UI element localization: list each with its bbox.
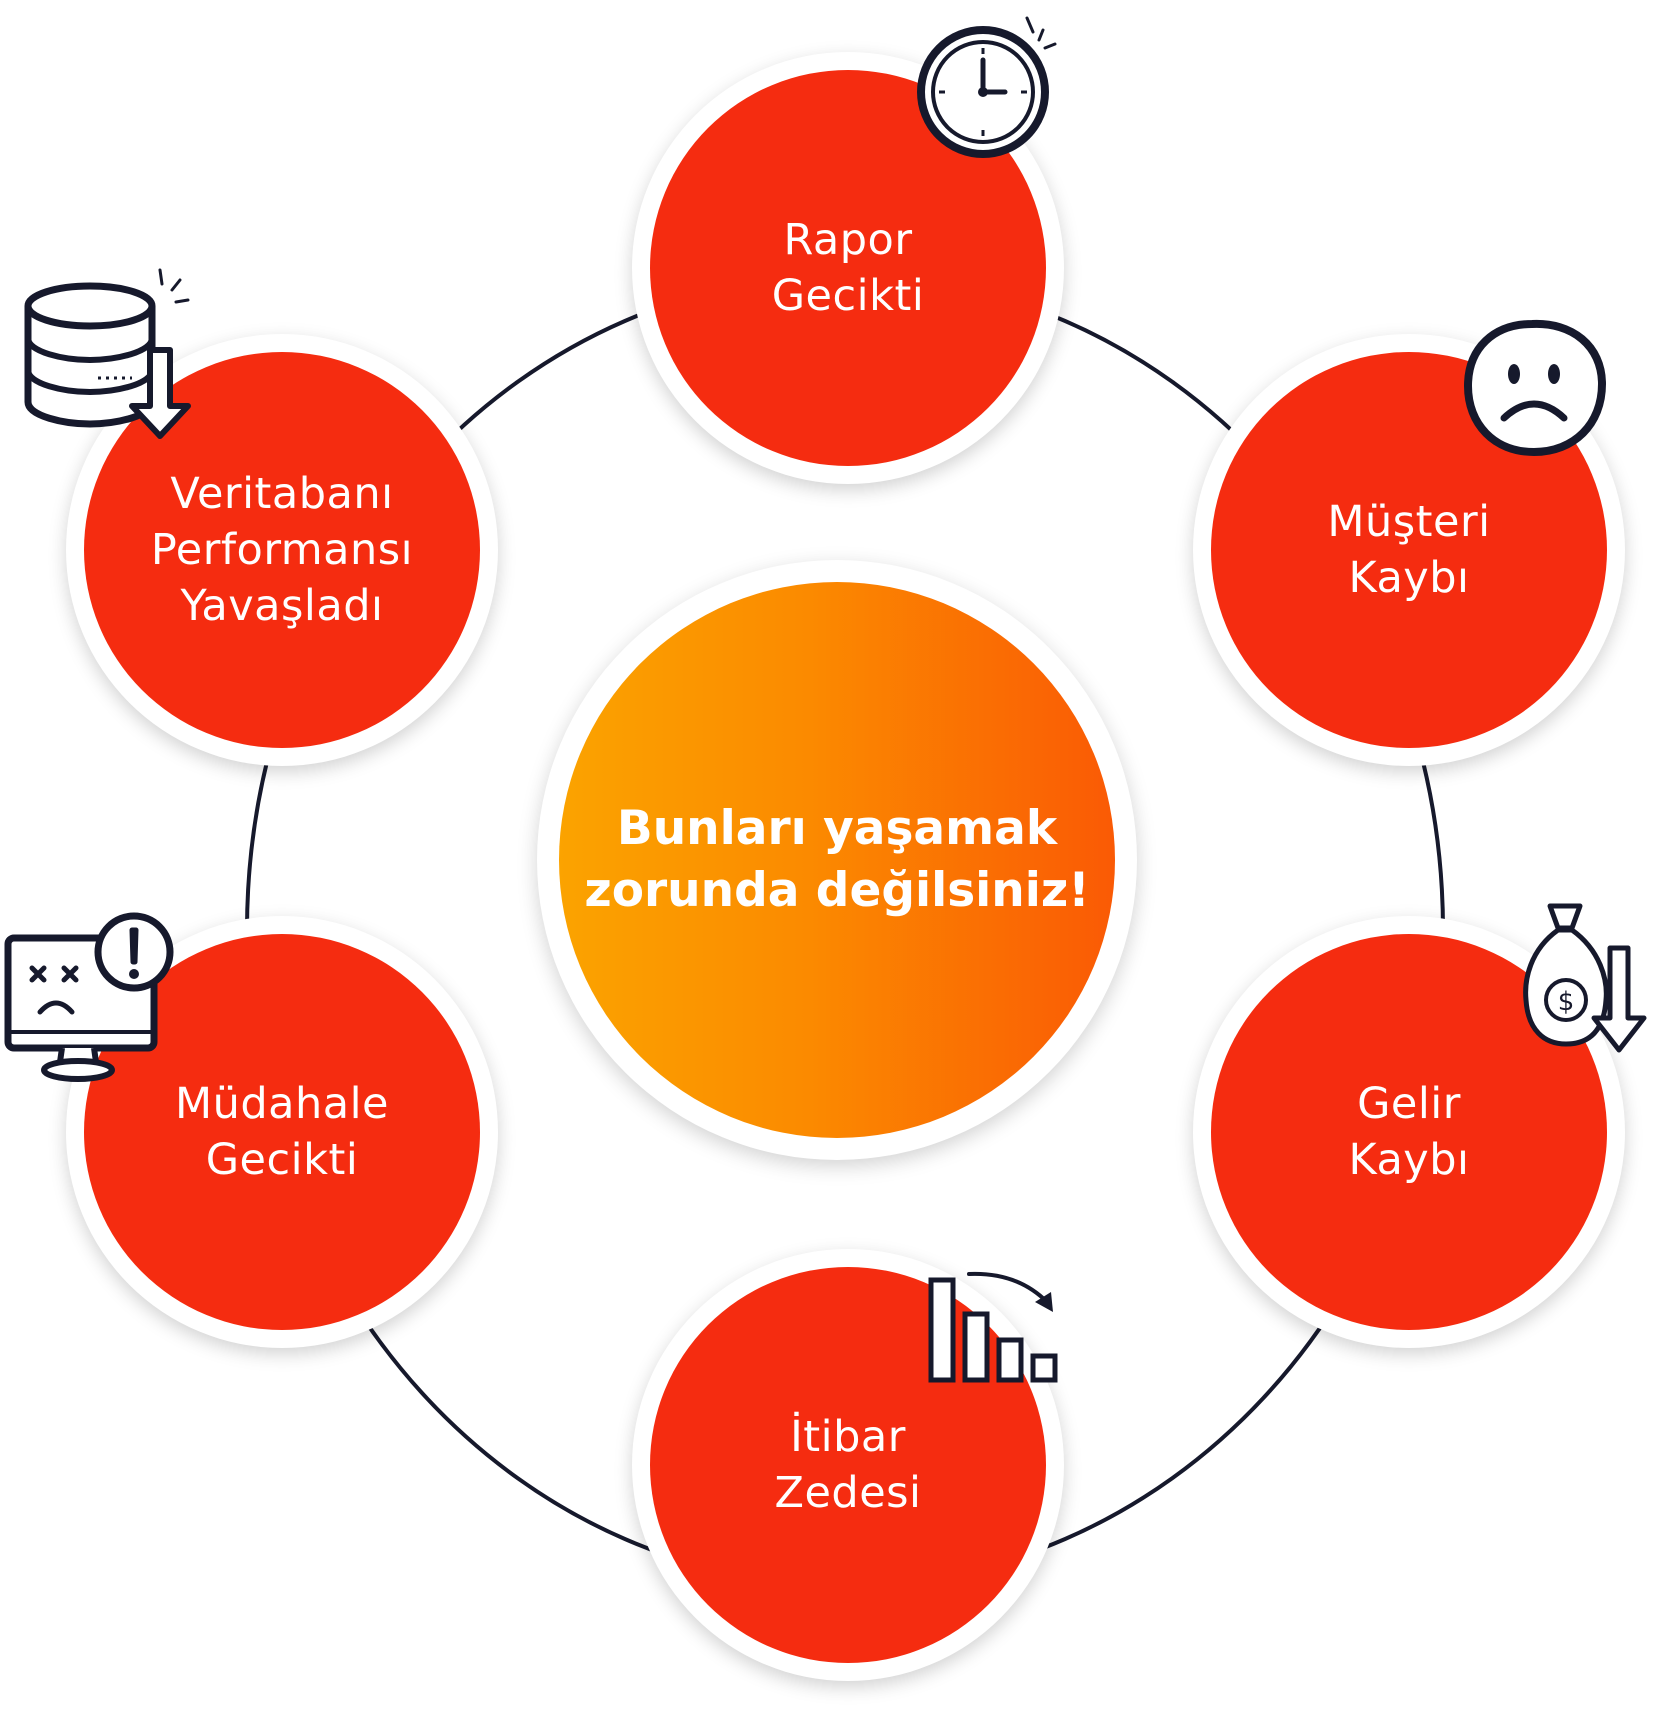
node-disc: Müşteri Kaybı bbox=[1211, 352, 1607, 748]
node-label: Müşteri Kaybı bbox=[1327, 497, 1491, 603]
node-rapor-gecikti: Rapor Gecikti bbox=[632, 52, 1064, 484]
sad-face-icon bbox=[1462, 318, 1612, 458]
node-label: Müdahale Gecikti bbox=[174, 1079, 389, 1185]
broken-monitor-icon bbox=[4, 912, 176, 1084]
declining-chart-icon bbox=[925, 1268, 1075, 1388]
database-down-icon bbox=[20, 266, 191, 439]
money-bag-down-icon: $ bbox=[1520, 900, 1660, 1060]
clock-icon bbox=[915, 10, 1065, 160]
node-disc: İtibar Zedesi bbox=[650, 1267, 1046, 1663]
node-label: Rapor Gecikti bbox=[771, 215, 925, 321]
center-label: Bunları yaşamak zorunda değilsiniz! bbox=[584, 801, 1090, 918]
node-label: İtibar Zedesi bbox=[774, 1412, 922, 1518]
node-veritabani-yavasladi: Veritabanı Performansı Yavaşladı bbox=[66, 334, 498, 766]
node-label: Veritabanı Performansı Yavaşladı bbox=[150, 469, 414, 631]
center-circle: Bunları yaşamak zorunda değilsiniz! bbox=[537, 560, 1137, 1160]
node-label: Gelir Kaybı bbox=[1348, 1079, 1470, 1185]
node-itibar-zedesi: İtibar Zedesi bbox=[632, 1249, 1064, 1681]
center-disc: Bunları yaşamak zorunda değilsiniz! bbox=[559, 582, 1115, 1138]
svg-text:$: $ bbox=[1558, 987, 1575, 1017]
